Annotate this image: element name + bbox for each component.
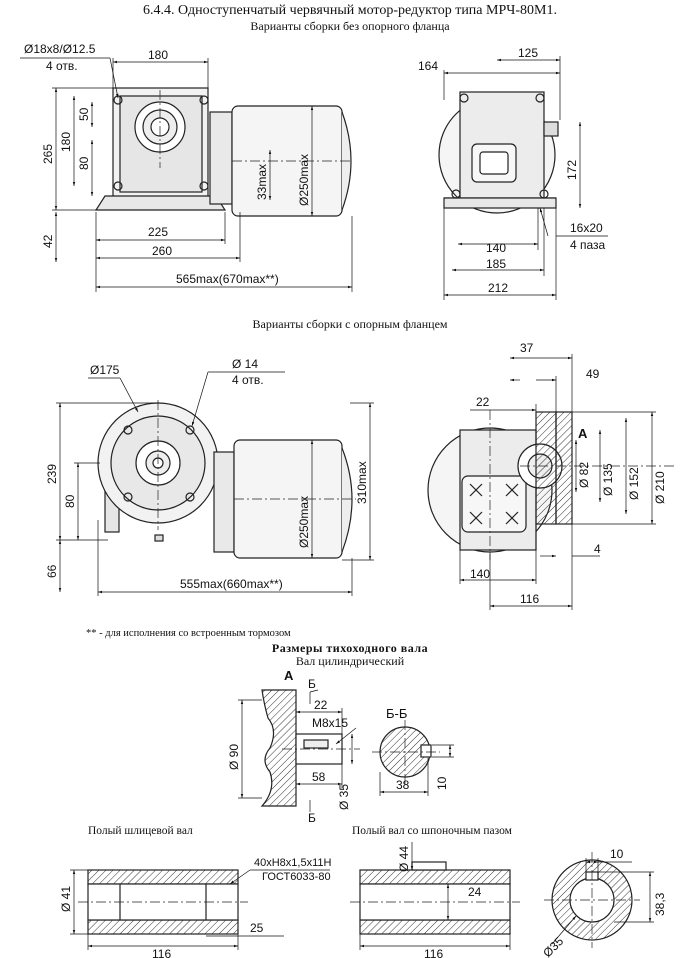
front-view-no-flange	[94, 87, 352, 217]
dim-d41: Ø 41	[59, 886, 73, 912]
section-bb-dims	[379, 744, 454, 796]
keyed-shaft-dims	[359, 842, 511, 950]
dim-80: 80	[77, 156, 91, 170]
dim-d35: Ø 35	[337, 784, 351, 810]
keyed-shaft	[350, 861, 520, 935]
dim-flange-hole-count: 4 отв.	[232, 373, 264, 387]
dim-d135: Ø 135	[601, 463, 615, 496]
dim-hole-count: 4 отв.	[46, 59, 78, 73]
spline-shaft-label: Полый шлицевой вал	[88, 825, 193, 837]
dim-37: 37	[520, 341, 534, 355]
dim-key-10: 10	[610, 847, 624, 861]
dim-d82: Ø 82	[577, 462, 591, 488]
dim-flange-hole: Ø 14	[232, 357, 258, 371]
dim-164: 164	[418, 59, 438, 73]
view-marker-a: A	[578, 426, 588, 441]
flange-side-dimensions	[459, 354, 656, 610]
dim-116-spline: 116	[152, 947, 171, 958]
dim-38: 38	[396, 778, 410, 792]
dim-24: 24	[468, 885, 482, 899]
dim-height-265: 265	[41, 144, 55, 164]
side-view-dimensions	[443, 56, 608, 300]
dim-key-size: 16x20	[570, 221, 603, 235]
dim-185: 185	[486, 257, 506, 271]
dim-58: 58	[312, 770, 326, 784]
dim-overall-length: 565max(670max**)	[176, 272, 279, 286]
front-view-dimensions	[20, 57, 353, 292]
spline-standard: ГОСТ6033-80	[262, 871, 331, 883]
flange-front-dimensions	[56, 371, 374, 596]
section-b-top: Б	[308, 677, 316, 691]
shaft-section-title: Размеры тихоходного вала	[271, 641, 429, 655]
section-bb-title: Б-Б	[386, 706, 407, 721]
section-b-bottom: Б	[308, 811, 316, 825]
dim-22-flange: 22	[476, 395, 490, 409]
dim-140: 140	[486, 241, 506, 255]
dim-66: 66	[45, 564, 59, 578]
dim-d152: Ø 152	[627, 467, 641, 500]
dim-49: 49	[586, 367, 600, 381]
side-view-no-flange	[438, 91, 559, 214]
side-view-flange	[427, 410, 676, 560]
section-title-flange: Варианты сборки с опорным фланцем	[252, 317, 448, 331]
cylindrical-shaft-dims	[238, 689, 357, 812]
dim-hole-diameter: Ø18x8/Ø12.5	[24, 42, 96, 56]
keyed-section	[544, 852, 640, 948]
dim-4: 4	[594, 542, 601, 556]
dim-d44: Ø 44	[397, 846, 411, 872]
dim-thread-m8: M8x15	[312, 716, 348, 730]
dim-38-3: 38,3	[653, 892, 667, 916]
dim-42: 42	[41, 234, 55, 248]
dim-d90: Ø 90	[227, 744, 241, 770]
dim-motor-diameter: Ø250max	[297, 154, 311, 206]
dim-slot-count: 4 паза	[570, 238, 606, 252]
dim-116-keyed: 116	[424, 947, 443, 958]
dim-width-180: 180	[148, 48, 168, 62]
dim-125: 125	[518, 46, 538, 60]
dim-80-flange: 80	[63, 494, 77, 508]
spline-spec: 40xH8x1,5x11H	[254, 857, 332, 869]
page-title: 6.4.4. Одноступенчатый червячный мотор-р…	[143, 3, 557, 18]
dim-212: 212	[488, 281, 508, 295]
dim-25: 25	[250, 921, 264, 935]
dim-10: 10	[435, 776, 449, 790]
dim-d35-keyed: Ø35	[540, 934, 566, 958]
dim-172: 172	[565, 160, 579, 180]
dim-overall-length-flange: 555max(660max**)	[180, 577, 283, 591]
spline-shaft-dims	[70, 869, 330, 950]
keyed-shaft-label: Полый вал со шпоночным пазом	[352, 825, 512, 837]
section-a-label: A	[284, 668, 294, 683]
dim-d210: Ø 210	[653, 471, 667, 504]
dim-height-180: 180	[59, 132, 73, 152]
dim-239: 239	[45, 464, 59, 484]
front-view-flange	[97, 400, 356, 559]
spline-shaft	[78, 869, 248, 935]
dim-116-flange: 116	[520, 592, 539, 606]
dim-flange-diameter: Ø175	[90, 363, 120, 377]
keyed-section-dims	[551, 858, 654, 945]
brake-footnote: ** - для исполнения со встроенным тормоз…	[86, 628, 291, 639]
dim-260: 260	[152, 244, 172, 258]
section-title-no-flange: Варианты сборки без опорного фланца	[250, 19, 450, 33]
dim-310max: 310max	[355, 461, 369, 504]
cylindrical-shaft-detail	[260, 689, 360, 807]
dim-shaft-22: 22	[314, 698, 328, 712]
dim-140-flange: 140	[470, 567, 490, 581]
dim-50: 50	[77, 107, 91, 121]
dim-motor-diameter-flange: Ø250max	[297, 496, 311, 548]
shaft-subtitle: Вал цилиндрический	[295, 654, 405, 668]
dim-33max: 33max	[255, 164, 269, 200]
section-bb	[372, 720, 440, 784]
dim-225: 225	[148, 225, 168, 239]
